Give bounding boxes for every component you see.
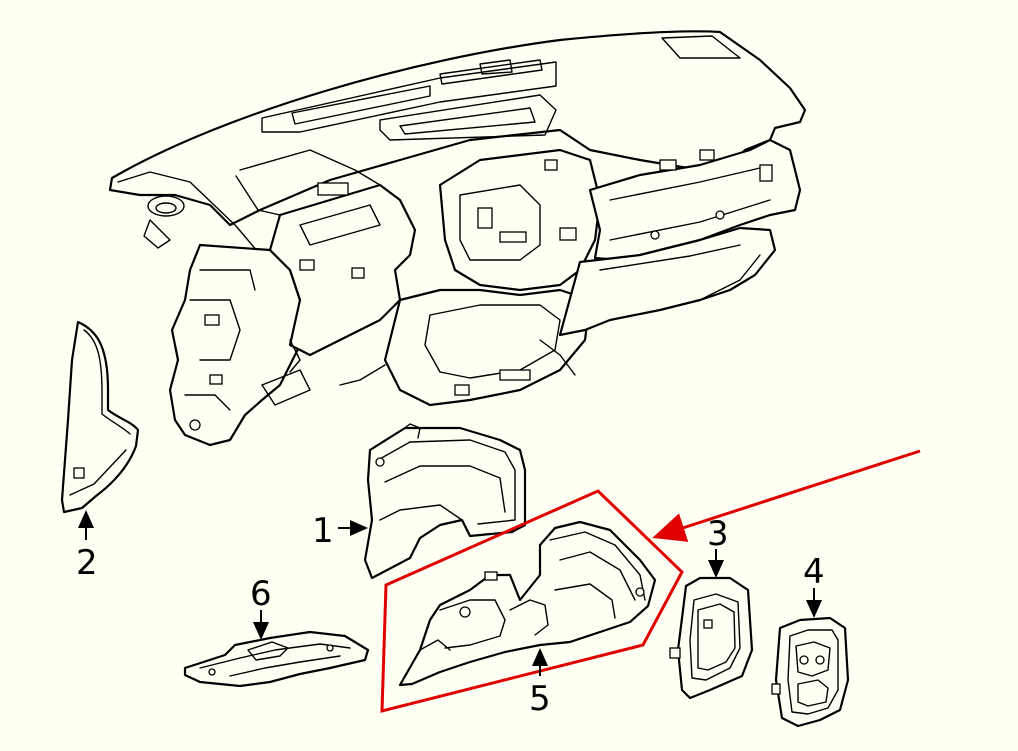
callout-4: 4 <box>803 552 825 592</box>
part-4-switch-panel <box>771 616 850 728</box>
callout-1: 1 <box>312 511 334 551</box>
callout-6: 6 <box>250 574 272 614</box>
part-6-bracket <box>183 630 370 688</box>
part-2-end-cap-panel <box>60 320 140 514</box>
callout-3: 3 <box>707 514 729 554</box>
part-3-trim-bezel <box>669 576 754 700</box>
highlight-arrow <box>652 449 921 542</box>
instrument-panel-assembly <box>108 30 807 447</box>
part-5-knee-bolster <box>398 520 657 687</box>
callout-2: 2 <box>76 543 98 583</box>
part-1-cluster-bezel <box>363 423 527 580</box>
highlight-outline <box>380 489 684 713</box>
callout-5: 5 <box>529 679 551 719</box>
highlight-callout <box>380 449 921 713</box>
